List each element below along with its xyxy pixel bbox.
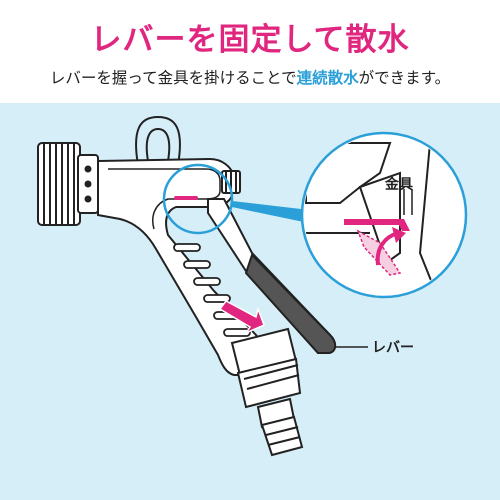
illustration: レバー 金具	[0, 103, 500, 500]
lever-label: レバー	[372, 340, 414, 356]
squeeze-arrow-icon	[218, 300, 265, 335]
hose-connector	[230, 327, 304, 457]
nozzle-head	[37, 142, 99, 226]
lever-grip	[244, 253, 336, 354]
subtitle-before: レバーを握って金具を掛けることで	[49, 69, 297, 87]
subtitle-highlight: 連続散水	[296, 69, 359, 87]
callout-beam	[232, 201, 318, 225]
fitting-label: 金具	[384, 176, 413, 193]
magnifier-small	[162, 163, 234, 235]
trigger-guard	[135, 115, 181, 166]
page-subtitle: レバーを握って金具を掛けることで連続散水ができます。	[0, 66, 500, 88]
fitting-hook	[344, 219, 402, 225]
grip-slots	[173, 243, 251, 337]
magnified-view: 金具	[300, 131, 468, 299]
subtitle-after: ができます。	[358, 69, 451, 87]
page-title: レバーを固定して散水	[90, 22, 410, 58]
